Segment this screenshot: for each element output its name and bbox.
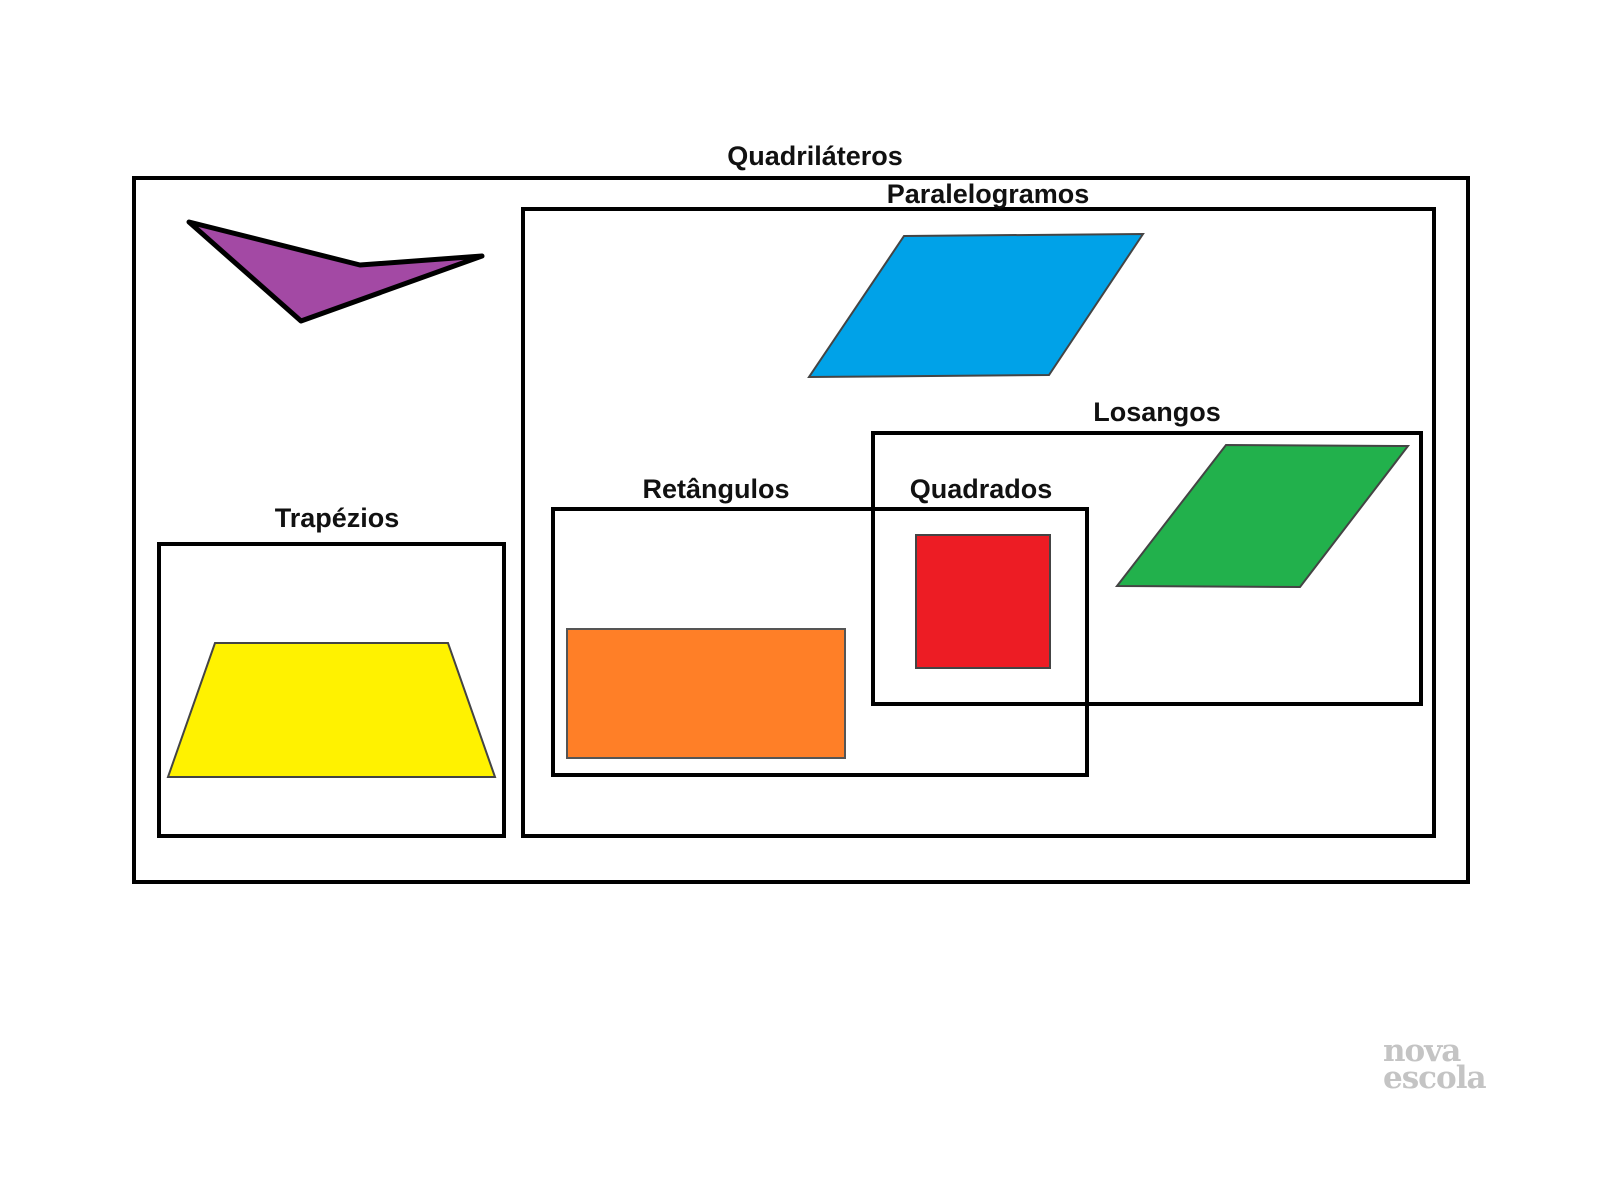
trapezoid-shape	[166, 642, 497, 778]
rectangles-set-box	[551, 507, 1089, 777]
trapezoids-set-box	[157, 542, 506, 838]
rhombuses-label: Losangos	[1093, 397, 1221, 427]
parallelograms-label: Paralelogramos	[887, 179, 1090, 209]
concave-quadrilateral-shape	[186, 219, 485, 324]
parallelograms-set-box	[521, 207, 1436, 838]
square-shape	[915, 534, 1051, 669]
logo-line-1: nova	[1383, 1033, 1461, 1069]
squares-label: Quadrados	[910, 474, 1053, 504]
logo-line-2: escola	[1383, 1060, 1487, 1096]
quadrilaterals-set-box	[132, 176, 1470, 884]
rectangles-label: Retângulos	[642, 474, 789, 504]
rhombus-shape	[1114, 443, 1411, 589]
nova-escola-logo: nova escola	[1383, 1033, 1487, 1096]
parallelogram-shape	[807, 232, 1145, 379]
rectangle-shape	[566, 628, 846, 759]
rhombuses-set-box	[871, 431, 1423, 706]
trapezoids-label: Trapézios	[275, 503, 400, 533]
quadrilaterals-label: Quadriláteros	[727, 141, 903, 171]
